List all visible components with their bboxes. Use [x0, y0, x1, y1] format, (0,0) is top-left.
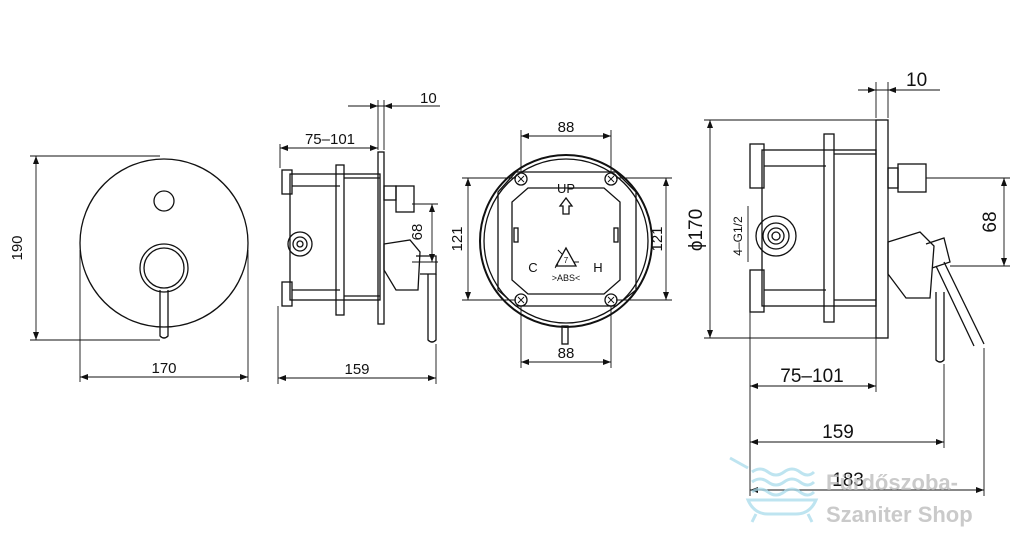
- mounting-bracket: [335, 164, 345, 316]
- lever-hub-outer: [139, 243, 189, 293]
- up-label: UP: [557, 181, 575, 196]
- section-inlet-port: [755, 215, 797, 257]
- hot-label: H: [593, 260, 602, 275]
- diverter-knob: [395, 185, 415, 213]
- install-box-view: UP 7 >ABS< C H 88 88 121 121: [449, 119, 672, 368]
- box-right-height-label: 121: [649, 226, 666, 251]
- side-view: 10 75–101 68 159: [277, 90, 440, 384]
- front-view: 190 170: [9, 155, 249, 382]
- diverter-button: [153, 190, 175, 212]
- lever-body: [383, 239, 421, 291]
- watermark-line1: Fürdőszoba-: [826, 470, 958, 495]
- section-depth-range-label: 75–101: [780, 366, 843, 387]
- section-outlet-label: 68: [980, 211, 1001, 232]
- side-depth-range-label: 75–101: [305, 131, 355, 148]
- front-height-label: 190: [9, 235, 26, 260]
- box-outer-circle: [479, 154, 653, 328]
- corner-screw: [514, 172, 528, 186]
- up-arrow-icon: [558, 196, 574, 215]
- lever-handle: [159, 290, 169, 339]
- box-left-height-label: 121: [449, 226, 466, 251]
- side-flange-label: 10: [420, 90, 437, 107]
- section-total-depth-label: 183: [832, 470, 864, 491]
- inlet-port: [287, 231, 313, 257]
- box-top-width-label: 88: [558, 119, 575, 136]
- wall-flange: [377, 151, 385, 325]
- section-flange: [875, 119, 889, 339]
- section-lever-handle: [935, 261, 985, 347]
- lever-handle-side: [427, 274, 437, 343]
- section-view: 10 ϕ170 4–G1/2 68 75–101 159: [686, 70, 1010, 496]
- watermark-line2: Szaniter Shop: [826, 502, 973, 527]
- watermark: Fürdőszoba- Szaniter Shop: [729, 456, 973, 527]
- section-thread-label: 4–G1/2: [731, 216, 745, 256]
- material-label: >ABS<: [552, 273, 581, 283]
- box-body: [497, 171, 637, 307]
- cold-label: C: [528, 260, 537, 275]
- box-bottom-width-label: 88: [558, 345, 575, 362]
- recycle-number: 7: [564, 256, 569, 265]
- recycle-icon: [554, 246, 578, 267]
- section-lever-body: [887, 231, 935, 299]
- side-total-depth-label: 159: [344, 361, 369, 378]
- side-outlet-label: 68: [409, 224, 426, 241]
- bathtub-logo-icon: [729, 456, 819, 523]
- box-stem: [561, 325, 569, 345]
- front-width-label: 170: [151, 360, 176, 377]
- section-diameter-label: ϕ170: [686, 209, 707, 251]
- section-depth-label: 159: [822, 422, 854, 443]
- section-diverter-knob: [897, 163, 927, 193]
- section-flange-label: 10: [906, 70, 927, 91]
- corner-screw: [604, 172, 618, 186]
- section-bracket: [823, 133, 835, 323]
- valve-body: [289, 173, 381, 301]
- faceplate-outline: [79, 158, 249, 328]
- lever-hub-inner: [143, 247, 185, 289]
